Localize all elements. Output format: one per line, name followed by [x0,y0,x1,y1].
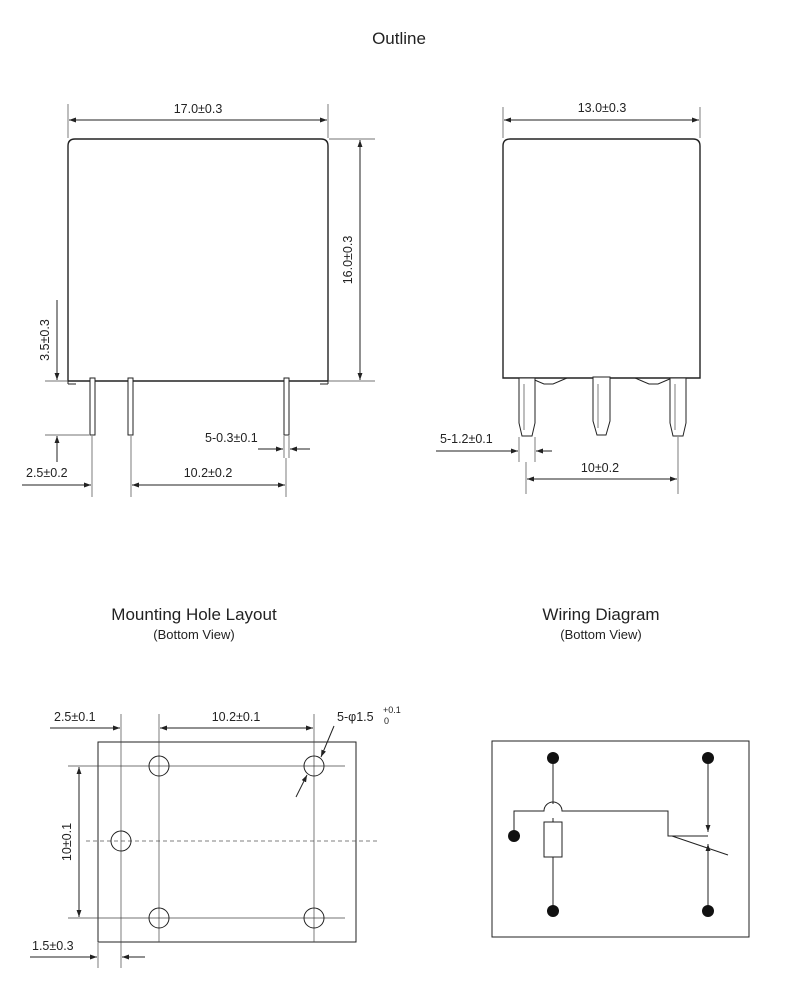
front-pin-1 [89,377,96,436]
dim-body-height: 16.0±0.3 [341,236,355,285]
mounting-layout: 2.5±0.1 10.2±0.1 5-φ1.5 +0.1 0 10±0.1 1.… [30,705,401,968]
front-pin-3 [283,377,290,436]
dim-hole-pitch-y: 10±0.1 [60,823,74,861]
mount-hole-2 [303,755,325,777]
mount-hole-4 [148,907,170,929]
mounting-title: Mounting Hole Layout [111,605,277,624]
relay-body-front [67,138,329,382]
wiring-frame [491,740,750,938]
dim-hole-pitch-x: 10.2±0.1 [212,710,261,724]
dim-hole-tol-lower: 0 [384,716,389,726]
switch-blade [671,835,729,856]
mount-hole-3 [110,830,132,852]
wiring-diagram [491,740,750,938]
dim-pin-pitch: 10.2±0.2 [184,466,233,480]
coil-symbol [543,821,563,858]
side-pin-3 [669,377,687,437]
dim-side-pin-width: 5-1.2±0.1 [440,432,493,446]
dim-pin-length: 3.5±0.3 [38,319,52,361]
dim-hole-diameter: 5-φ1.5 [337,710,374,724]
dim-edge: 1.5±0.3 [32,939,74,953]
dim-pin-width: 5-0.3±0.1 [205,431,258,445]
mount-hole-1 [148,755,170,777]
front-view: 17.0±0.3 16.0±0.3 3.5±0.3 5-0.3±0.1 2.5±… [22,102,375,497]
dim-hole-tol-upper: +0.1 [383,705,401,715]
relay-body-side [502,138,701,379]
terminal-common [508,830,520,842]
mounting-subtitle: (Bottom View) [153,627,234,642]
hole-prefix: 5-φ1.5 [337,710,374,724]
side-pin-2 [592,376,611,436]
terminal-contact-bottom [702,905,714,917]
wiring-subtitle: (Bottom View) [560,627,641,642]
terminal-coil-bottom [547,905,559,917]
dim-side-width: 13.0±0.3 [578,101,627,115]
wiring-title: Wiring Diagram [542,605,659,624]
pcb-outline [97,741,357,943]
outline-title: Outline [372,29,426,48]
mount-hole-5 [303,907,325,929]
dim-hole-offset-x: 2.5±0.1 [54,710,96,724]
terminal-contact-top [702,752,714,764]
side-view: 13.0±0.3 5-1.2±0.1 10±0.2 [436,101,701,494]
side-pin-1 [518,377,536,437]
terminal-coil-top [547,752,559,764]
dim-pin-offset: 2.5±0.2 [26,466,68,480]
dim-side-pitch: 10±0.2 [581,461,619,475]
front-pin-2 [127,377,134,436]
common-wire [513,801,708,837]
dim-body-width: 17.0±0.3 [174,102,223,116]
